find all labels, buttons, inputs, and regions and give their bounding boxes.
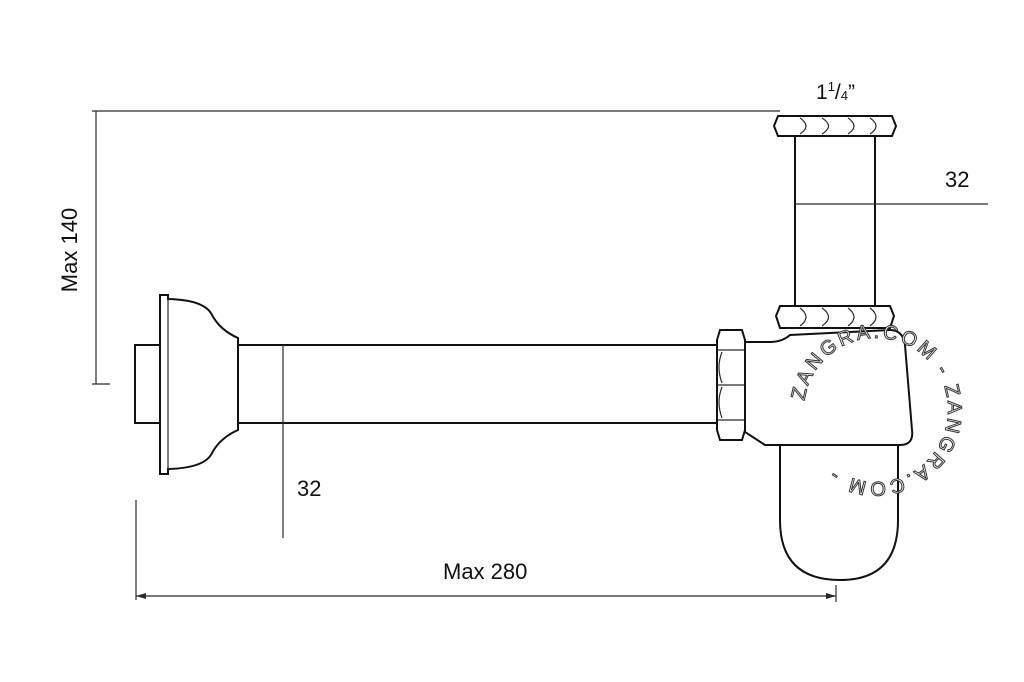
flange-stub — [134, 344, 161, 424]
thread-numerator: 1 — [827, 79, 835, 94]
top-nut-facets — [799, 117, 877, 135]
outlet-pipe — [237, 344, 721, 538]
lower-nut — [774, 305, 896, 329]
thread-whole: 1 — [816, 81, 828, 104]
top-nut-body — [772, 115, 898, 137]
trap-body — [744, 328, 914, 582]
outlet-nut — [716, 329, 746, 441]
lower-nut-body — [774, 305, 896, 329]
length-dimension — [135, 500, 837, 602]
thread-size-label: 11/4” — [816, 79, 855, 104]
max-height-label: Max 140 — [57, 207, 82, 293]
length-arrow-left — [136, 593, 146, 599]
wall-flange — [134, 294, 239, 475]
outlet-nut-facets — [718, 351, 723, 419]
thread-denominator: 4 — [840, 88, 848, 103]
lower-nut-facets — [799, 307, 877, 327]
inlet-pipe — [794, 135, 988, 307]
height-dimension — [92, 110, 780, 385]
max-length-label: Max 280 — [443, 559, 528, 584]
inlet-diameter-label: 32 — [945, 167, 970, 192]
top-nut — [772, 115, 898, 137]
thread-inch-mark: ” — [848, 81, 855, 104]
length-arrow-right — [826, 593, 836, 599]
outlet-pipe-body — [237, 344, 721, 424]
inlet-pipe-body — [794, 135, 876, 307]
outlet-diameter-label: 32 — [297, 476, 322, 501]
trap-bowl — [779, 444, 899, 582]
flange-rosette — [159, 294, 239, 475]
trap-upper-body — [744, 328, 914, 446]
